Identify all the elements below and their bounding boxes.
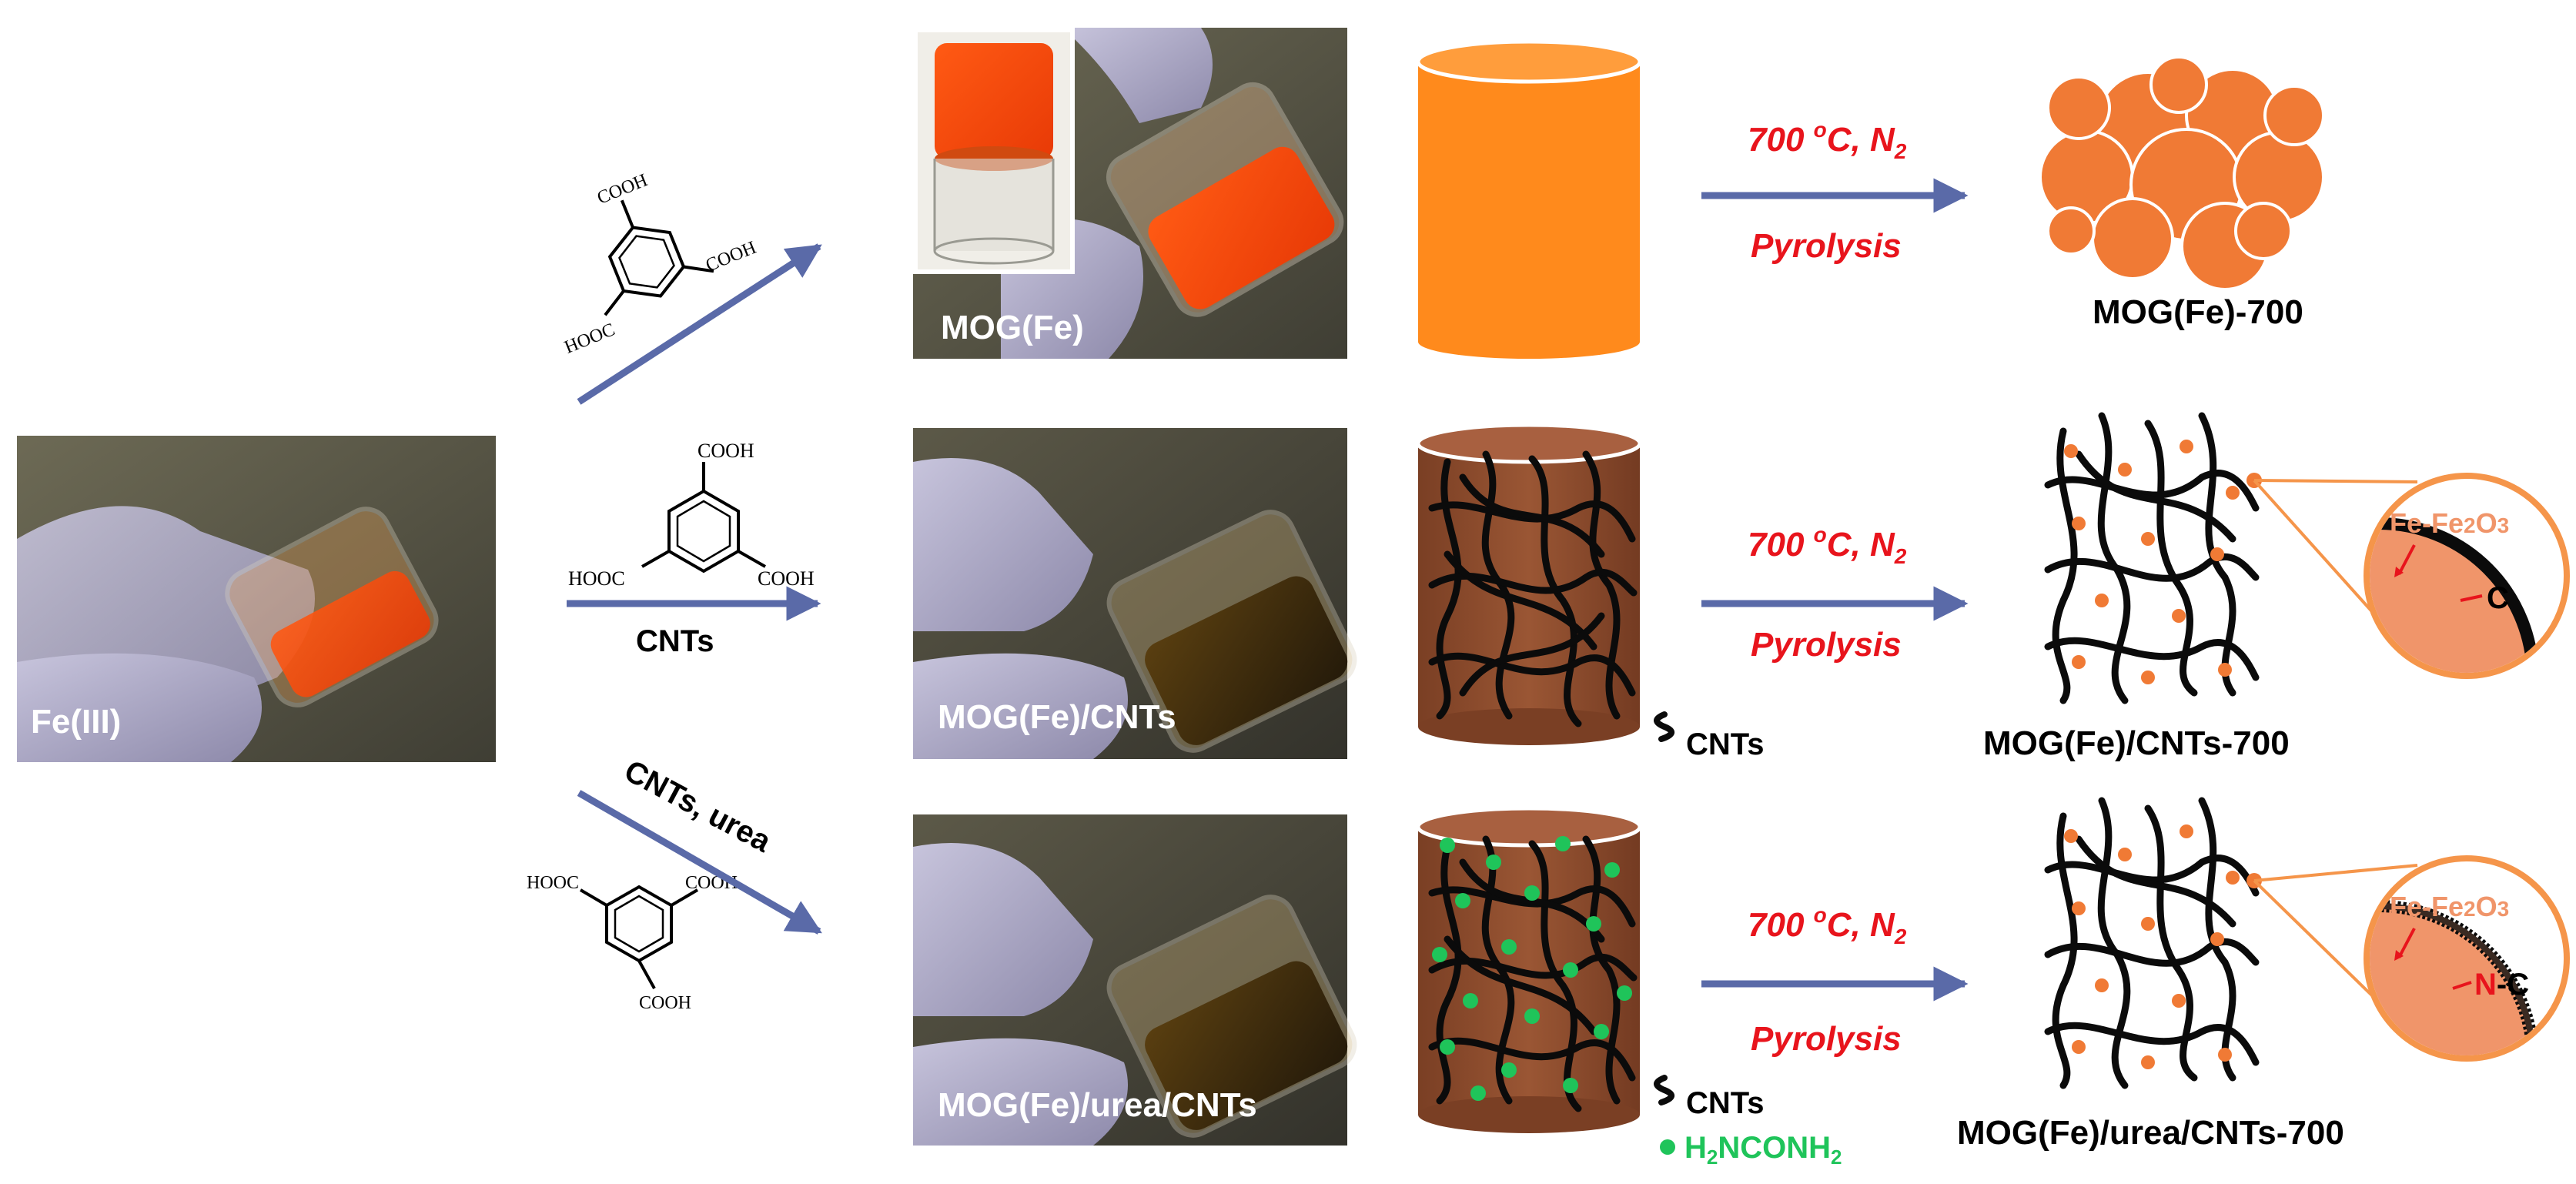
pyrolysis-step-row1: 700 oC, N2 Pyrolysis (1701, 118, 1969, 265)
pyrolysis-step-row2: 700 oC, N2 Pyrolysis (1701, 523, 1969, 664)
photo-label-row1: MOG(Fe) (941, 309, 1084, 346)
photo-label-row3: MOG(Fe)/urea/CNTs (938, 1086, 1257, 1124)
conditions-row2: 700 oC, N2 (1748, 523, 1907, 568)
process-row3: Pyrolysis (1751, 1020, 1902, 1058)
process-row1: Pyrolysis (1751, 227, 1902, 265)
conditions-row3: 700 oC, N2 (1748, 903, 1907, 948)
process-row2: Pyrolysis (1751, 626, 1902, 664)
linker-structure-row2: COOH COOH HOOC (568, 440, 815, 590)
product-cluster-row1 (2039, 55, 2325, 291)
cnt-network-row3 (1428, 835, 1638, 1112)
product-network-row2 (2044, 412, 2262, 704)
product-network-row3 (2044, 797, 2262, 1089)
photo-row2: MOG(Fe)/CNTs (913, 428, 1357, 759)
cnt-network-row2 (1428, 450, 1638, 727)
linker-structure-row3: COOH HOOC COOH (527, 873, 738, 1013)
start-photo: Fe(III) (17, 436, 496, 762)
hooc-left-1: HOOC (562, 319, 618, 358)
product-label-row1: MOG(Fe)-700 (2093, 293, 2303, 331)
gel-cylinder-row1 (1416, 39, 1642, 359)
zoom-shell-row2: C (2487, 581, 2509, 615)
gel-cylinder-row2: CNTs (1416, 423, 1764, 761)
conditions-row1: 700 oC, N2 (1748, 118, 1907, 163)
cooh-right-1: COOH (703, 238, 759, 276)
reagent-row2: CNTs (636, 624, 714, 658)
zoom-core-row2: Fe-Fe2O3 (2390, 507, 2509, 539)
product-label-row3: MOG(Fe)/urea/CNTs-700 (1957, 1114, 2344, 1152)
legend-urea-dot (1660, 1139, 1675, 1155)
photo-row3: MOG(Fe)/urea/CNTs (913, 814, 1357, 1146)
urea-dots-row3 (1432, 836, 1632, 1101)
zoom-callout-row3: Fe-Fe2O3 N-C (2253, 855, 2570, 1062)
cooh-right-2: COOH (758, 567, 815, 590)
zoom-callout-row2: Fe-Fe2O3 C (2253, 473, 2570, 679)
product-label-row2: MOG(Fe)/CNTs-700 (1983, 724, 2290, 762)
photo-label-row2: MOG(Fe)/CNTs (938, 698, 1176, 736)
legend-cnts-row2: CNTs (1686, 727, 1764, 761)
linker-structure-row1: COOH COOH HOOC (562, 170, 759, 358)
hooc-left-3: HOOC (527, 873, 579, 893)
legend-cnts-row3: CNTs (1686, 1086, 1764, 1120)
gel-cylinder-row3: CNTs H2NCONH2 (1416, 806, 1842, 1169)
start-label: Fe(III) (31, 703, 121, 741)
zoom-core-row3: Fe-Fe2O3 (2390, 891, 2509, 922)
cooh-bottom-3: COOH (639, 993, 691, 1013)
arrow-to-row1 (577, 243, 822, 405)
photo-row1: MOG(Fe) (913, 28, 1347, 359)
cooh-top-2: COOH (698, 440, 754, 462)
zoom-shell-row3: N-C (2474, 968, 2529, 1002)
hooc-left-2: HOOC (568, 567, 625, 590)
legend-urea: H2NCONH2 (1684, 1131, 1842, 1169)
pyrolysis-step-row3: 700 oC, N2 Pyrolysis (1701, 903, 1969, 1058)
reagent-row3: CNTs, urea (619, 754, 777, 859)
arrow-to-row3 (577, 790, 822, 935)
